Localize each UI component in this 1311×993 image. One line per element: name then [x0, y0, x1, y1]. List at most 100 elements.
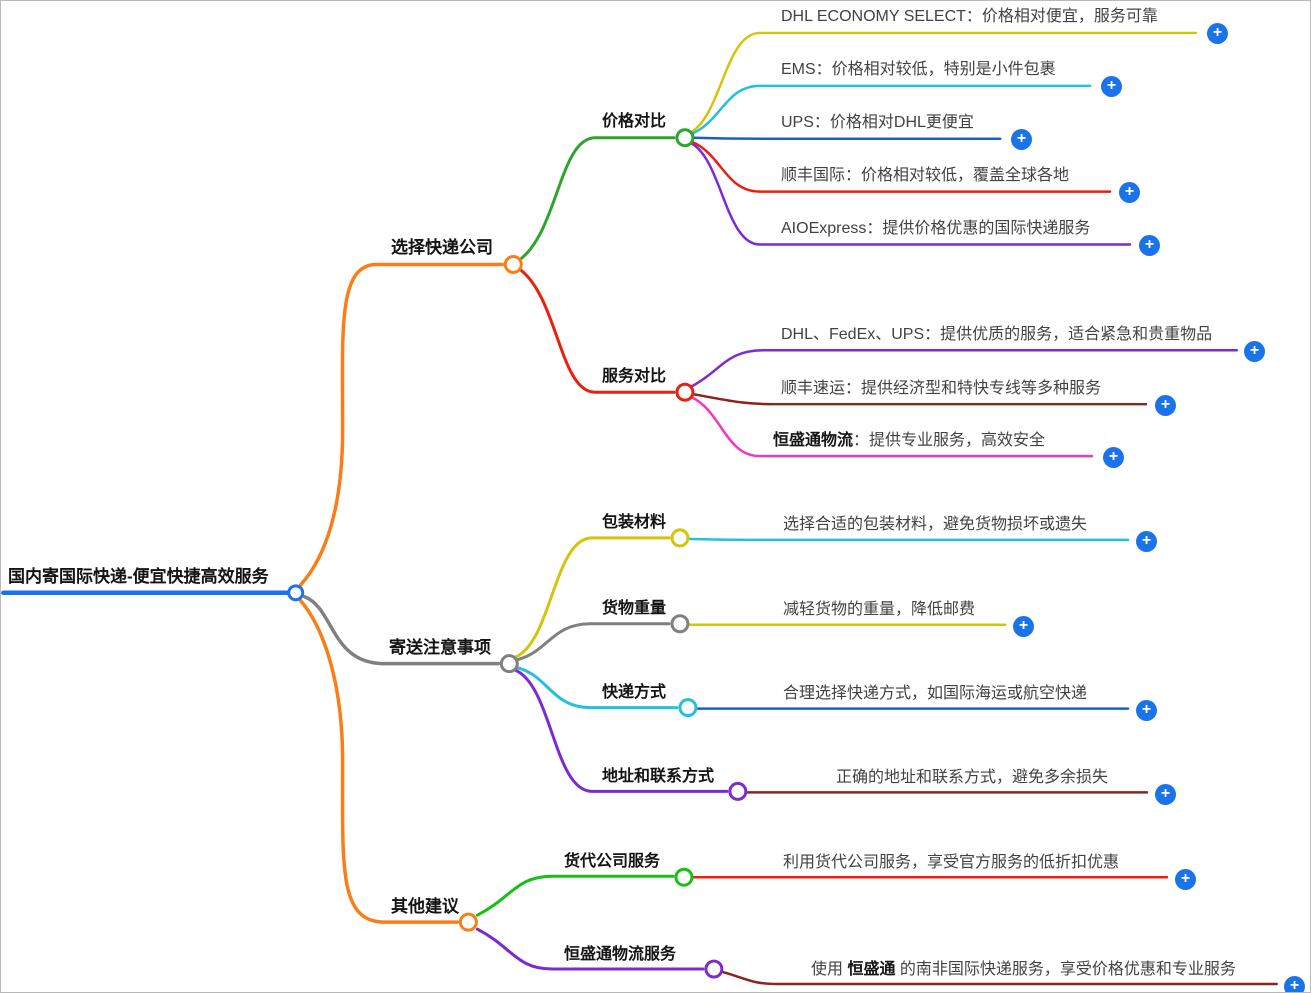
node-handle-service-compare[interactable] — [675, 382, 695, 402]
node-label-packaging[interactable]: 包装材料 — [602, 512, 666, 533]
add-child-button-aioexpress[interactable]: + — [1139, 235, 1160, 256]
leaf-label-packing-material[interactable]: 选择合适的包装材料，避免货物损坏或遗失 — [783, 514, 1087, 535]
label-segment: 恒盛通物流服务 — [564, 945, 677, 963]
label-segment: 地址和联系方式 — [602, 767, 715, 785]
label-segment: 恒盛通 — [847, 960, 896, 978]
edge-notes-to-packaging — [514, 536, 671, 659]
edge-notes-to-address — [514, 669, 729, 793]
label-segment: 合理选择快递方式，如国际海运或航空快递 — [783, 684, 1088, 702]
edge-root-to-notes — [302, 595, 501, 666]
edge-notes-to-weight — [515, 622, 671, 662]
edge-root-to-other — [298, 599, 460, 924]
node-handle-address[interactable] — [728, 781, 748, 801]
node-label-address[interactable]: 地址和联系方式 — [602, 766, 714, 787]
node-handle-other[interactable] — [458, 912, 478, 932]
plus-icon: + — [1249, 342, 1260, 359]
plus-icon: + — [1124, 183, 1135, 200]
label-segment: 选择快递公司 — [391, 237, 493, 257]
edge-packaging-to-leaf — [687, 537, 1130, 542]
node-handle-choose-company[interactable] — [503, 254, 523, 274]
node-label-hst-service[interactable]: 恒盛通物流服务 — [564, 944, 676, 965]
leaf-label-aioexpress[interactable]: AIOExpress：提供价格优惠的国际快递服务 — [781, 218, 1090, 239]
edge-other-to-hst-service — [475, 927, 705, 971]
label-segment: 国内寄国际快递-便宜快捷高效服务 — [8, 566, 269, 586]
label-segment: 的南非国际快递服务，享受价格优惠和专业服务 — [895, 960, 1236, 978]
label-segment: 货代公司服务 — [564, 852, 661, 870]
node-handle-notes[interactable] — [499, 654, 519, 674]
node-handle-weight[interactable] — [670, 614, 690, 634]
label-segment: 价格对比 — [602, 112, 667, 130]
leaf-label-dhl-fedex-ups[interactable]: DHL、FedEx、UPS：提供优质的服务，适合紧急和贵重物品 — [781, 324, 1251, 345]
add-child-button-correct-address[interactable]: + — [1155, 784, 1176, 805]
leaf-label-choose-method[interactable]: 合理选择快递方式，如国际海运或航空快递 — [783, 683, 1087, 704]
edge-price-to-ups — [691, 136, 1002, 140]
label-segment: 利用货代公司服务，享受官方服务的低折扣优惠 — [783, 853, 1120, 871]
label-segment: DHL、FedEx、UPS：提供优质的服务，适合紧急和贵重物品 — [781, 325, 1213, 343]
plus-icon: + — [1108, 448, 1119, 465]
add-child-button-packing-material[interactable]: + — [1136, 531, 1157, 552]
add-child-button-sf-express[interactable]: + — [1155, 395, 1176, 416]
leaf-label-sf-intl[interactable]: 顺丰国际：价格相对较低，覆盖全球各地 — [781, 165, 1069, 186]
node-handle-method[interactable] — [678, 698, 698, 718]
add-child-button-ups[interactable]: + — [1011, 129, 1032, 150]
label-segment: EMS：价格相对较低，特别是小件包裹 — [781, 60, 1056, 78]
node-label-service-compare[interactable]: 服务对比 — [602, 366, 666, 387]
leaf-label-correct-address[interactable]: 正确的地址和联系方式，避免多余损失 — [836, 767, 1108, 788]
edge-price-to-sf-intl — [690, 140, 1112, 193]
leaf-label-forwarder-discount[interactable]: 利用货代公司服务，享受官方服务的低折扣优惠 — [783, 852, 1119, 873]
label-segment: 顺丰速运：提供经济型和特快专线等多种服务 — [781, 379, 1102, 397]
leaf-label-reduce-weight[interactable]: 减轻货物的重量，降低邮费 — [783, 599, 975, 620]
label-segment: AIOExpress：提供价格优惠的国际快递服务 — [781, 219, 1091, 237]
node-handle-hst-service[interactable] — [704, 959, 724, 979]
label-segment: 恒盛通物流 — [773, 431, 854, 449]
leaf-label-hst[interactable]: 恒盛通物流：提供专业服务，高效安全 — [773, 430, 1045, 451]
node-handle-packaging[interactable] — [670, 528, 690, 548]
label-segment: 货物重量 — [602, 599, 667, 617]
node-handle-root[interactable] — [287, 584, 305, 602]
add-child-button-hst[interactable]: + — [1103, 447, 1124, 468]
label-segment: 快递方式 — [602, 683, 667, 701]
add-child-button-ems[interactable]: + — [1101, 76, 1122, 97]
node-label-root[interactable]: 国内寄国际快递-便宜快捷高效服务 — [8, 566, 269, 588]
node-label-choose-company[interactable]: 选择快递公司 — [391, 237, 493, 259]
label-segment: UPS：价格相对DHL更便宜 — [781, 113, 974, 131]
node-label-weight[interactable]: 货物重量 — [602, 598, 666, 619]
add-child-button-reduce-weight[interactable]: + — [1013, 616, 1034, 637]
add-child-button-dhl-fedex-ups[interactable]: + — [1244, 341, 1265, 362]
edge-hst-service-to-leaf — [721, 970, 1278, 986]
node-handle-price-compare[interactable] — [675, 128, 695, 148]
add-child-button-hst-southafrica[interactable]: + — [1284, 976, 1305, 992]
edge-root-to-choose-company — [298, 262, 505, 587]
add-child-button-sf-intl[interactable]: + — [1119, 182, 1140, 203]
add-child-button-choose-method[interactable]: + — [1136, 700, 1157, 721]
plus-icon: + — [1018, 617, 1029, 634]
label-segment: 顺丰国际：价格相对较低，覆盖全球各地 — [781, 166, 1070, 184]
node-label-notes[interactable]: 寄送注意事项 — [389, 637, 491, 659]
node-handle-forwarder[interactable] — [674, 867, 694, 887]
plus-icon: + — [1160, 396, 1171, 413]
leaf-label-ems[interactable]: EMS：价格相对较低，特别是小件包裹 — [781, 59, 1056, 80]
label-segment: 使用 — [811, 960, 848, 978]
leaf-label-dhl-economy[interactable]: DHL ECONOMY SELECT：价格相对便宜，服务可靠 — [781, 6, 1158, 27]
leaf-label-sf-express[interactable]: 顺丰速运：提供经济型和特快专线等多种服务 — [781, 378, 1101, 399]
plus-icon: + — [1180, 870, 1191, 887]
plus-icon: + — [1141, 532, 1152, 549]
leaf-label-ups[interactable]: UPS：价格相对DHL更便宜 — [781, 112, 974, 133]
add-child-button-forwarder-discount[interactable]: + — [1175, 869, 1196, 890]
leaf-label-hst-southafrica[interactable]: 使用 恒盛通 的南非国际快递服务，享受价格优惠和专业服务 — [811, 959, 1281, 980]
node-label-forwarder[interactable]: 货代公司服务 — [564, 851, 660, 872]
label-segment: 包装材料 — [602, 513, 667, 531]
edge-service-to-sf-express — [691, 392, 1148, 406]
edge-price-to-aioexpress — [690, 142, 1132, 246]
node-label-method[interactable]: 快递方式 — [602, 682, 666, 703]
edge-other-to-forwarder — [475, 874, 675, 917]
node-label-other[interactable]: 其他建议 — [391, 896, 459, 918]
node-label-price-compare[interactable]: 价格对比 — [602, 111, 666, 132]
label-segment: ：提供专业服务，高效安全 — [853, 431, 1046, 449]
edge-choose-to-price — [519, 136, 676, 260]
edge-service-to-hst — [690, 395, 1094, 458]
add-child-button-dhl-economy[interactable]: + — [1207, 23, 1228, 44]
label-segment: 正确的地址和联系方式，避免多余损失 — [836, 768, 1109, 786]
